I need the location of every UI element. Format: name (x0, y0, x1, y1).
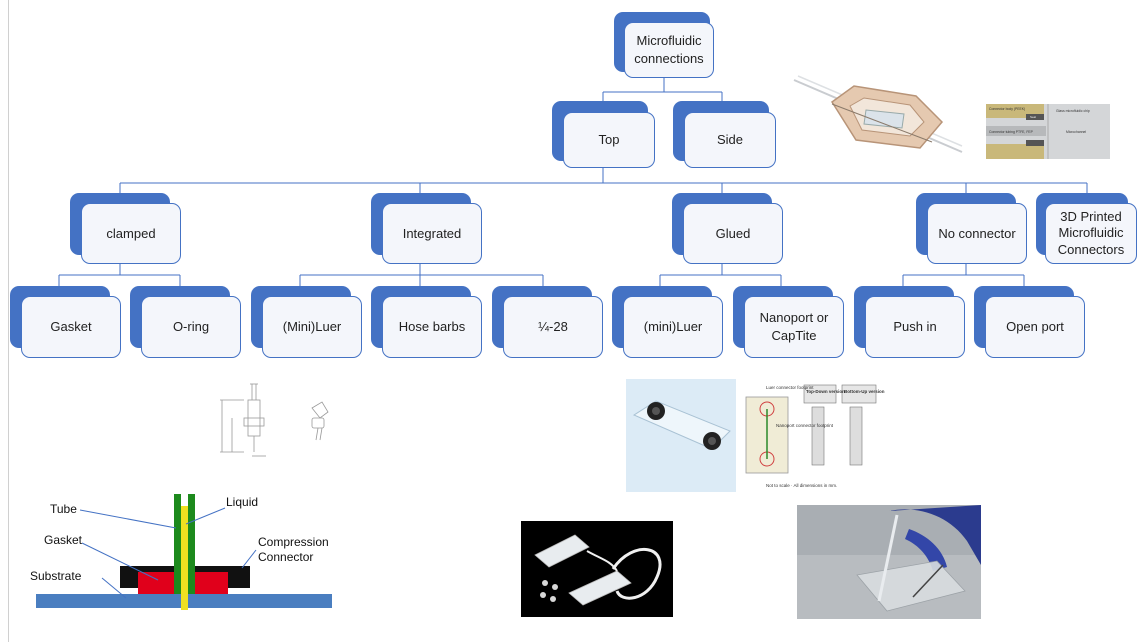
node-glued: Glued (672, 193, 783, 264)
side-clip-row1-mid: Seal (1030, 115, 1036, 119)
luer-technical-drawing (220, 383, 329, 457)
node-hose-barbs: Hose barbs (371, 286, 482, 358)
node-integrated: Integrated (371, 193, 482, 264)
bottom-up-header: Bottom-Up version (844, 389, 885, 394)
node-clamped-label: clamped (106, 225, 156, 241)
node-no-connector: No connector (916, 193, 1027, 264)
node-mini-luer-glued-label: (mini)Luer (643, 319, 703, 335)
left-margin-line (8, 0, 9, 642)
node-o-ring: O-ring (130, 286, 241, 358)
node-nanoport: Nanoport or CapTite (733, 286, 844, 358)
tube-left-wall (174, 494, 181, 594)
gloved-hand-photo (797, 505, 981, 619)
tube-right-wall (188, 494, 195, 594)
node-open-port: Open port (974, 286, 1085, 358)
node-3d-printed-label: 3D Printed Microfluidic Connectors (1057, 209, 1125, 257)
node-hose-barbs-label: Hose barbs (398, 319, 466, 335)
gasket-compression-diagram: Tube Liquid Gasket Substrate Compression… (30, 494, 332, 610)
liquid-label: Liquid (226, 495, 258, 509)
node-side-label: Side (716, 132, 744, 148)
side-clip-schematic: Connector body (PEEK) Seal Glass microfl… (986, 104, 1110, 159)
node-gasket-label: Gasket (50, 319, 92, 335)
figure-footer: Not to scale · All dimensions in mm. (766, 483, 837, 488)
node-gasket: Gasket (10, 286, 121, 358)
node-root-label: Microfluidic connections (634, 33, 704, 66)
node-open-port-label: Open port (1006, 319, 1064, 335)
node-quarter-28: ¼-28 (492, 286, 603, 358)
substrate-label: Substrate (30, 569, 82, 583)
side-clip-row1-right: Glass microfluidic chip (1056, 109, 1090, 113)
node-o-ring-label: O-ring (172, 319, 210, 335)
node-no-connector-label: No connector (938, 225, 1016, 241)
node-push-in-label: Push in (893, 319, 937, 335)
node-clamped: clamped (70, 193, 181, 264)
side-clip-row2-right: Microchannel (1066, 130, 1086, 134)
node-glued-label: Glued (715, 225, 751, 241)
node-top: Top (552, 101, 655, 168)
side-clip-row2-left: Connector tubing PTFE, FEP (989, 130, 1034, 134)
side-clip-row1-left: Connector body (PEEK) (989, 107, 1025, 111)
node-push-in: Push in (854, 286, 965, 358)
nanoport-callout: Nanoport connector footprint (776, 423, 834, 428)
node-side: Side (673, 101, 776, 168)
gasket-label: Gasket (44, 533, 83, 547)
hex-clamp-photo (793, 75, 963, 153)
node-3d-printed: 3D Printed Microfluidic Connectors (1036, 193, 1137, 264)
node-integrated-label: Integrated (402, 225, 462, 241)
tube-label: Tube (50, 502, 77, 516)
node-quarter-28-label: ¼-28 (538, 319, 568, 335)
node-top-label: Top (598, 132, 620, 148)
node-nanoport-label: Nanoport or CapTite (759, 310, 829, 343)
luer-callout: Luer connector footprint (766, 385, 814, 390)
luer-nanoport-figure: Luer connector footprint Nanoport connec… (626, 379, 888, 492)
liquid-channel (181, 506, 188, 610)
node-root: Microfluidic connections (614, 12, 716, 78)
top-down-header: Top-Down version (806, 389, 845, 394)
node-mini-luer-integrated-label: (Mini)Luer (282, 319, 342, 335)
node-mini-luer-integrated: (Mini)Luer (251, 286, 362, 358)
node-mini-luer-glued: (mini)Luer (612, 286, 723, 358)
chip-tubing-photo (521, 521, 673, 617)
